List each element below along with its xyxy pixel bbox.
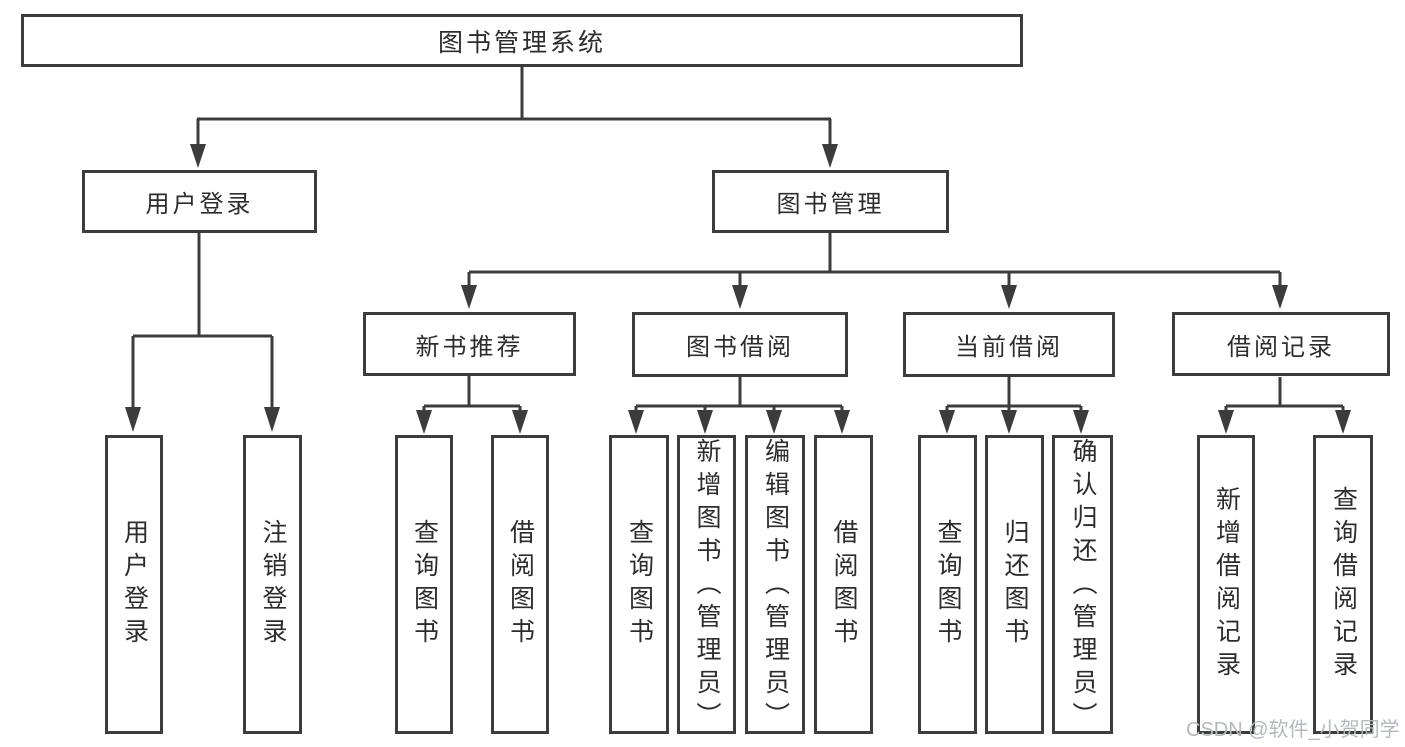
leaf-logout-label: 注销登录 bbox=[259, 518, 287, 651]
leaf-current-search-books: 查询图书 bbox=[918, 435, 977, 734]
leaf-newbook-search-books: 查询图书 bbox=[395, 435, 453, 734]
leaf-borrow-borrow-books: 借阅图书 bbox=[814, 435, 873, 734]
node-root: 图书管理系统 bbox=[21, 14, 1023, 67]
leaf-current-confirm-return-admin-label: 确认归还（管理员） bbox=[1069, 438, 1097, 735]
node-borrowing-records: 借阅记录 bbox=[1172, 312, 1390, 376]
node-book-borrowing-label: 图书借阅 bbox=[686, 334, 794, 361]
leaf-current-return-books: 归还图书 bbox=[985, 435, 1044, 734]
node-user-login: 用户登录 bbox=[82, 170, 317, 233]
leaf-borrow-search-books-label: 查询图书 bbox=[625, 518, 654, 651]
edges-user-login-branch bbox=[125, 232, 280, 432]
leaf-current-return-books-label: 归还图书 bbox=[1001, 518, 1029, 651]
node-new-book-recommendation: 新书推荐 bbox=[363, 312, 576, 376]
leaf-current-search-books-label: 查询图书 bbox=[934, 518, 962, 651]
node-current-borrowing: 当前借阅 bbox=[903, 312, 1115, 377]
leaf-records-search-borrow-record-label: 查询借阅记录 bbox=[1329, 485, 1358, 684]
csdn-watermark: CSDN @软件_小贺同学 bbox=[1186, 719, 1400, 741]
leaf-current-confirm-return-admin: 确认归还（管理员） bbox=[1052, 435, 1113, 735]
node-current-borrowing-label: 当前借阅 bbox=[955, 334, 1063, 361]
leaf-records-add-borrow-record-label: 新增借阅记录 bbox=[1212, 485, 1241, 684]
leaf-user-login-label: 用户登录 bbox=[120, 518, 149, 651]
node-root-label: 图书管理系统 bbox=[437, 28, 606, 57]
leaf-records-search-borrow-record: 查询借阅记录 bbox=[1313, 435, 1373, 734]
edges-book-borrowing-branch bbox=[628, 377, 850, 434]
leaf-newbook-borrow-books-label: 借阅图书 bbox=[506, 518, 535, 651]
node-book-management: 图书管理 bbox=[712, 170, 949, 233]
leaf-borrow-add-books-admin: 新增图书（管理员） bbox=[677, 435, 736, 735]
leaf-newbook-search-books-label: 查询图书 bbox=[410, 518, 439, 651]
leaf-borrow-search-books: 查询图书 bbox=[609, 435, 669, 734]
leaf-logout: 注销登录 bbox=[243, 435, 302, 734]
leaf-borrow-edit-books-admin: 编辑图书（管理员） bbox=[745, 435, 805, 735]
edges-new-book-branch bbox=[416, 375, 528, 434]
node-book-borrowing: 图书借阅 bbox=[632, 312, 848, 377]
node-book-management-label: 图书管理 bbox=[776, 191, 885, 218]
leaf-user-login: 用户登录 bbox=[105, 435, 163, 734]
leaf-borrow-borrow-books-label: 借阅图书 bbox=[830, 518, 858, 651]
edges-book-management-branch bbox=[461, 233, 1288, 309]
leaf-records-add-borrow-record: 新增借阅记录 bbox=[1197, 435, 1255, 734]
node-user-login-label: 用户登录 bbox=[145, 191, 254, 218]
node-new-book-recommendation-label: 新书推荐 bbox=[415, 333, 524, 361]
node-borrowing-records-label: 借阅记录 bbox=[1227, 333, 1335, 361]
edges-root-to-level2 bbox=[190, 66, 838, 168]
edges-current-borrowing-branch bbox=[939, 377, 1089, 434]
edges-borrowing-records-branch bbox=[1218, 377, 1351, 434]
leaf-borrow-edit-books-admin-label: 编辑图书（管理员） bbox=[761, 438, 790, 735]
leaf-newbook-borrow-books: 借阅图书 bbox=[491, 435, 549, 734]
leaf-borrow-add-books-admin-label: 新增图书（管理员） bbox=[693, 438, 721, 735]
